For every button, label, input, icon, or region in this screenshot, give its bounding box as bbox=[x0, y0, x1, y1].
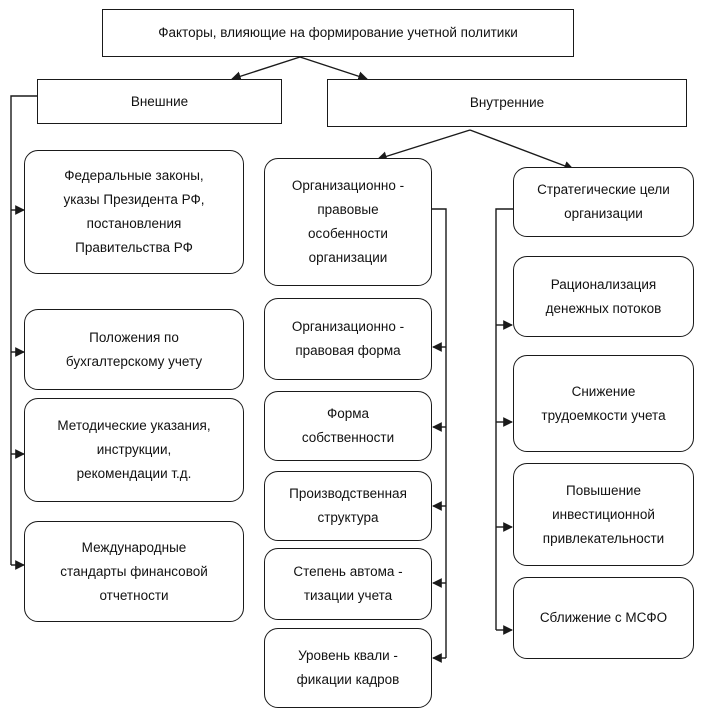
method-guides-node: Методические указания, инструкции, реком… bbox=[24, 398, 244, 502]
strategic-goals-node: Стратегические цели организации bbox=[513, 167, 694, 237]
arrow-root-to-external bbox=[231, 56, 301, 81]
ifrs-convergence-node: Сближение с МСФО bbox=[513, 577, 694, 659]
automation-degree-node: Степень автома - тизации учета bbox=[264, 548, 432, 620]
strategic-bus-line bbox=[495, 208, 513, 630]
labor-reduction-node: Снижение трудоемкости учета bbox=[513, 355, 694, 452]
cashflow-rationalization-node: Рационализация денежных потоков bbox=[513, 256, 694, 337]
middle-bus-line bbox=[430, 208, 447, 658]
ifrs-standards-node: Международные стандарты финансовой отчет… bbox=[24, 521, 244, 622]
external-factors-node: Внешние bbox=[37, 79, 282, 124]
root-node: Факторы, влияющие на формирование учетно… bbox=[102, 9, 574, 57]
org-legal-features-node: Организационно - правовые особенности ор… bbox=[264, 158, 432, 286]
internal-factors-node: Внутренние bbox=[327, 79, 687, 127]
fed-laws-node: Федеральные законы, указы Президента РФ,… bbox=[24, 150, 244, 274]
arrow-internal-to-org-legal-features bbox=[377, 129, 471, 162]
org-legal-form-node: Организационно - правовая форма bbox=[264, 298, 432, 380]
arrow-root-to-internal bbox=[299, 56, 368, 81]
staff-qualification-node: Уровень квали - фикации кадров bbox=[264, 628, 432, 708]
investment-attractiveness-node: Повышение инвестиционной привлекательнос… bbox=[513, 463, 694, 566]
arrow-internal-to-strategic-goals bbox=[469, 129, 574, 171]
external-bus-line bbox=[10, 95, 37, 565]
accounting-regs-node: Положения по бухгалтерскому учету bbox=[24, 309, 244, 390]
ownership-form-node: Форма собственности bbox=[264, 391, 432, 461]
production-structure-node: Производственная структура bbox=[264, 471, 432, 541]
